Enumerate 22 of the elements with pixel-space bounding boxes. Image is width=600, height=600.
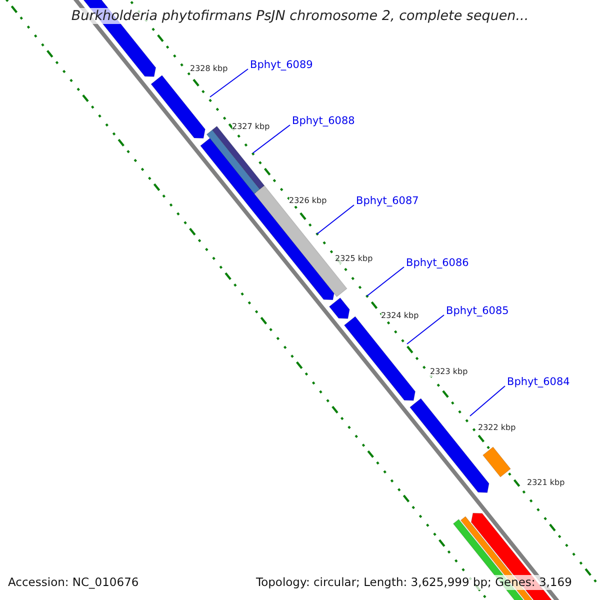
gene-label: Bphyt_6089 <box>250 59 313 71</box>
tick-label: 2323 kbp <box>430 367 468 377</box>
tick-label: 2322 kbp <box>478 423 516 433</box>
gene-label: Bphyt_6087 <box>356 195 419 207</box>
tick-label: 2326 kbp <box>289 196 327 206</box>
leader-line <box>210 68 248 98</box>
leader-line <box>366 266 404 296</box>
tick-label: 2327 kbp <box>232 122 270 132</box>
leader-line <box>406 314 444 344</box>
tick-label: 2321 kbp <box>527 478 565 488</box>
tick-label: 2324 kbp <box>381 311 419 321</box>
map-info: Topology: circular; Length: 3,625,999 bp; Genes: 3,169 <box>256 575 572 590</box>
tick-label: 2328 kbp <box>190 64 228 74</box>
leader-line <box>252 124 290 154</box>
leader-line <box>470 386 506 416</box>
map-info: Accession: NC_010676 <box>8 575 139 590</box>
gene-label: Bphyt_6084 <box>507 376 570 388</box>
gene-label: Bphyt_6088 <box>292 115 355 127</box>
leader-line <box>316 204 354 234</box>
gene-label: Bphyt_6086 <box>406 257 469 269</box>
gene-label: Bphyt_6085 <box>446 305 509 317</box>
tick-label: 2325 kbp <box>335 254 373 264</box>
